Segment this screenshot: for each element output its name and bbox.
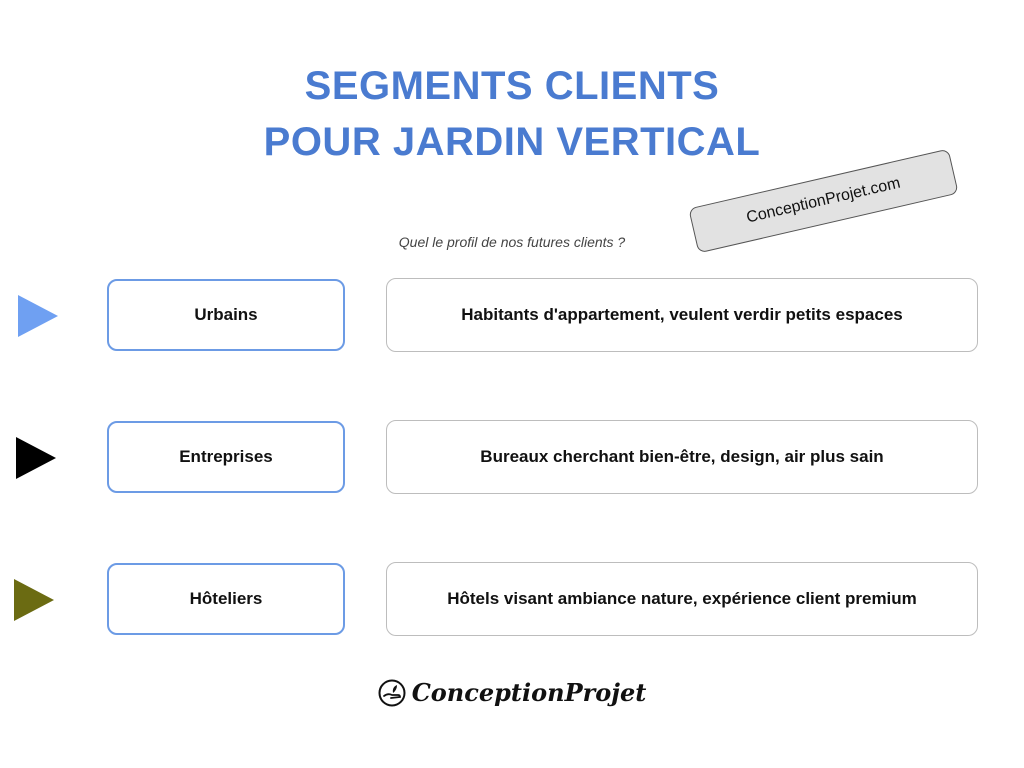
segment-label: Entreprises	[179, 447, 273, 466]
segment-description: Habitants d'appartement, veulent verdir …	[461, 305, 903, 324]
hand-plant-logo-icon	[378, 679, 406, 706]
segment-description: Bureaux cherchant bien-être, design, air…	[480, 447, 884, 466]
segment-box-urbains: Urbains	[107, 279, 345, 351]
footer-logo-text: ConceptionProjet	[411, 678, 647, 707]
segment-label: Hôteliers	[189, 589, 263, 608]
segment-label: Urbains	[194, 305, 258, 324]
footer-logo: ConceptionProjet	[0, 678, 1024, 707]
description-box-entreprises: Bureaux cherchant bien-être, design, air…	[386, 420, 978, 494]
description-box-hoteliers: Hôtels visant ambiance nature, expérienc…	[386, 562, 978, 636]
segment-description: Hôtels visant ambiance nature, expérienc…	[447, 589, 917, 608]
segment-box-entreprises: Entreprises	[107, 421, 345, 493]
arrow-right-icon	[14, 579, 54, 621]
title-line-2: POUR JARDIN VERTICAL	[263, 120, 761, 164]
title-line-1: SEGMENTS CLIENTS	[304, 64, 720, 108]
segment-box-hoteliers: Hôteliers	[107, 563, 345, 635]
arrow-right-icon	[18, 295, 58, 337]
subtitle: Quel le profil de nos futures clients ?	[398, 234, 626, 250]
stamp-text: ConceptionProjet.com	[744, 174, 902, 227]
description-box-urbains: Habitants d'appartement, veulent verdir …	[386, 278, 978, 352]
arrow-right-icon	[16, 437, 56, 479]
